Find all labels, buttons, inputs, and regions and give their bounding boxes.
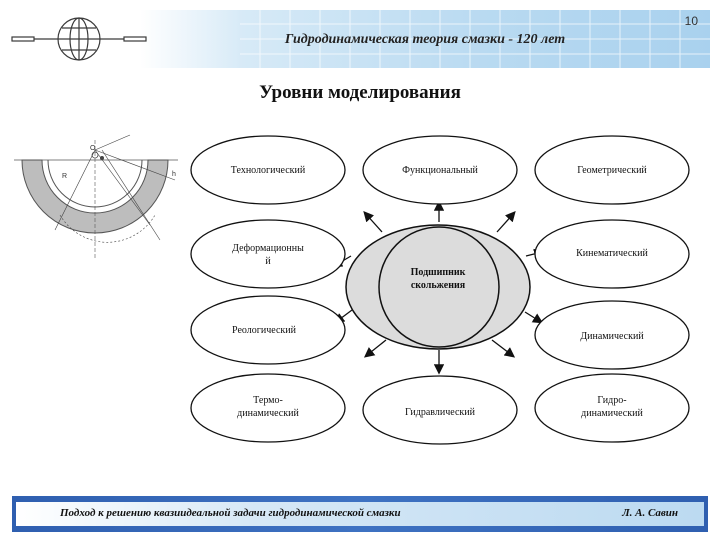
center-label-line1: Подшипник — [410, 267, 466, 278]
label-thermodynamic-line2: динамический — [237, 408, 299, 419]
label-hydrodynamic: Гидро- динамический — [542, 394, 682, 420]
label-deformation-line1: Деформационны — [232, 243, 304, 254]
bearing-sketch: O R h — [14, 134, 178, 260]
center-label-line2: скольжения — [410, 280, 466, 291]
page-number: 10 — [684, 14, 698, 28]
label-hydraulic: Гидравлический — [405, 407, 475, 418]
label-kinematic: Кинематический — [576, 248, 648, 259]
footer-author: Л. А. Савин — [622, 507, 678, 519]
label-hydrodynamic-line2: динамический — [581, 408, 643, 419]
header-title: Гидродинамическая теория смазки - 120 ле… — [284, 32, 566, 47]
slide-title: Уровни моделирования — [259, 82, 461, 103]
footer-inner — [16, 502, 704, 526]
center-label: Подшипник скольжения — [388, 266, 488, 292]
node-thermodynamic — [190, 373, 346, 443]
node-hydraulic — [362, 375, 518, 445]
label-hydrodynamic-line1: Гидро- — [597, 395, 627, 406]
globe-logo-icon — [11, 17, 147, 61]
label-geometric: Геометрический — [577, 165, 647, 176]
arrow-to-hydrodynamic — [491, 339, 516, 358]
center-ellipse — [345, 224, 531, 350]
footer-bar: Подход к решению квазиидеальной задачи г… — [12, 496, 708, 532]
sketch-label-r: R — [62, 173, 67, 180]
node-geometric — [534, 135, 690, 205]
footer-left-text: Подход к решению квазиидеальной задачи г… — [60, 507, 401, 519]
label-dynamic: Динамический — [580, 331, 644, 342]
label-thermodynamic-line1: Термо- — [253, 395, 283, 406]
node-functional — [362, 135, 518, 205]
label-deformation-line2: й — [265, 256, 271, 267]
node-deformation — [190, 219, 346, 289]
label-rheological: Реологический — [232, 325, 296, 336]
arrow-to-dynamic — [524, 311, 544, 324]
sketch-label-h: h — [172, 171, 176, 178]
node-kinematic — [534, 219, 690, 289]
sketch-label-o: O — [90, 145, 96, 152]
node-technological — [190, 135, 346, 205]
header-grid-pattern — [240, 10, 710, 68]
header-band: Гидродинамическая теория смазки - 120 ле… — [140, 10, 710, 68]
center-circle — [378, 226, 500, 348]
label-deformation: Деформационны й — [198, 242, 338, 268]
label-technological: Технологический — [230, 165, 306, 176]
label-functional: Функциональный — [402, 165, 478, 176]
arrow-to-technological — [363, 211, 383, 233]
label-thermodynamic: Термо- динамический — [198, 394, 338, 420]
arrow-to-geometric — [496, 211, 516, 233]
node-dynamic — [534, 300, 690, 370]
arrows — [331, 200, 545, 375]
node-rheological — [190, 295, 346, 365]
node-hydrodynamic — [534, 373, 690, 443]
arrow-to-thermodynamic — [363, 339, 387, 358]
